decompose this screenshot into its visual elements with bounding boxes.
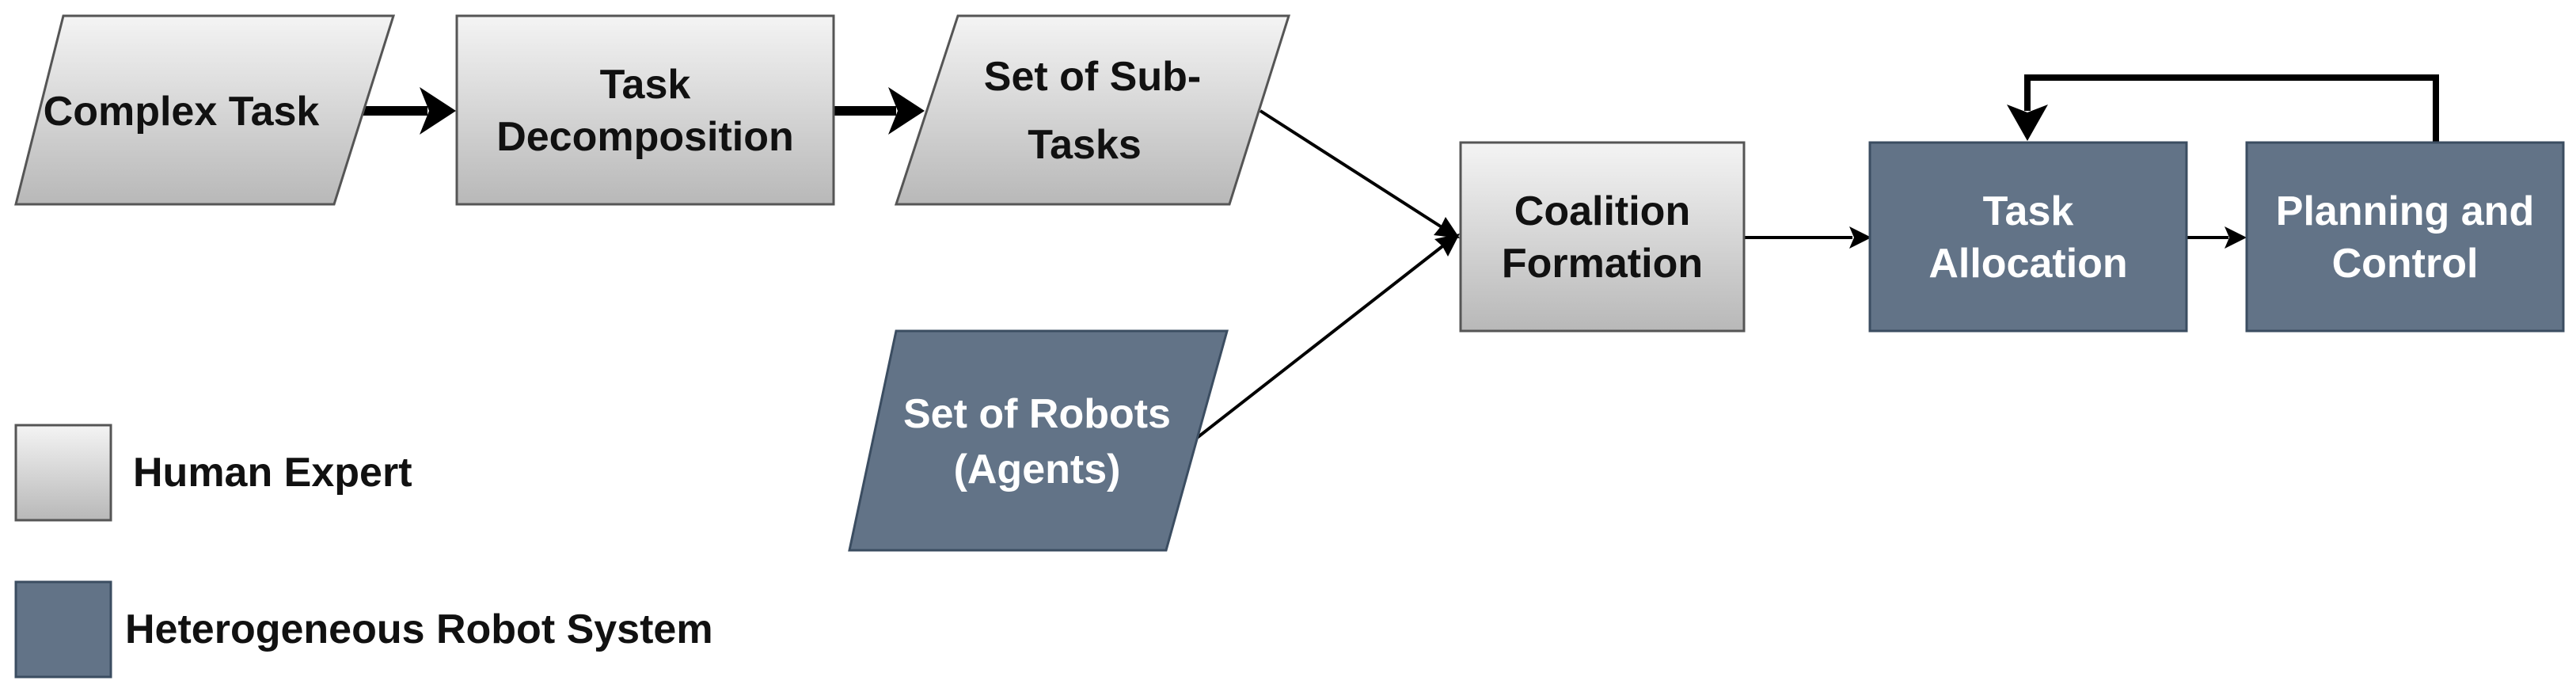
arrow-head-icon [1434,217,1460,238]
node-set-of-sub-tasks: Set of Sub- Tasks [894,14,1291,206]
node-label-line-1: Planning and [2276,188,2534,234]
legend-item-robot-system: Heterogeneous Robot System [14,580,713,679]
node-label-line-2: Decomposition [496,114,794,160]
node-label-line-2: Tasks [1028,122,1142,168]
node-task-decomposition: Task Decomposition [455,14,835,206]
legend: Human Expert Heterogeneous Robot System [14,424,713,679]
node-label-line-1: Coalition [1514,188,1690,234]
node-label-line-2: (Agents) [954,447,1121,492]
legend-item-human-expert: Human Expert [14,424,412,522]
node-label-line-2: Control [2332,241,2479,287]
node-label: Complex Task [44,89,320,135]
legend-swatch-blue [14,580,112,679]
arrow-head-icon [888,87,925,135]
node-coalition-formation: Coalition Formation [1459,141,1746,333]
node-label-line-1: Task [600,62,691,108]
node-label-line-1: Set of Robots [903,391,1171,437]
arrow-head-icon [1849,226,1871,249]
edges [363,74,2439,439]
edge-robots-to-coalition [1195,242,1447,439]
edge-subtasks-to-coalition [1259,109,1447,231]
arrow-head-icon [2225,226,2247,249]
node-complex-task: Complex Task [14,14,396,206]
legend-label: Human Expert [133,450,412,496]
node-task-allocation: Task Allocation [1868,141,2188,333]
arrow-head-icon [1434,234,1460,257]
node-label-line-1: Task [1983,188,2074,234]
legend-label: Heterogeneous Robot System [125,606,713,652]
node-planning-and-control: Planning and Control [2245,141,2565,333]
arrow-head-icon [2007,105,2048,141]
edge-feedback-loop [2024,74,2439,143]
node-set-of-robots: Set of Robots (Agents) [848,329,1229,552]
node-label-line-1: Set of Sub- [984,54,1201,100]
arrow-head-icon [420,87,456,135]
node-label-line-2: Allocation [1928,241,2127,287]
legend-swatch-gray [14,424,112,522]
node-label-line-2: Formation [1502,241,1703,287]
